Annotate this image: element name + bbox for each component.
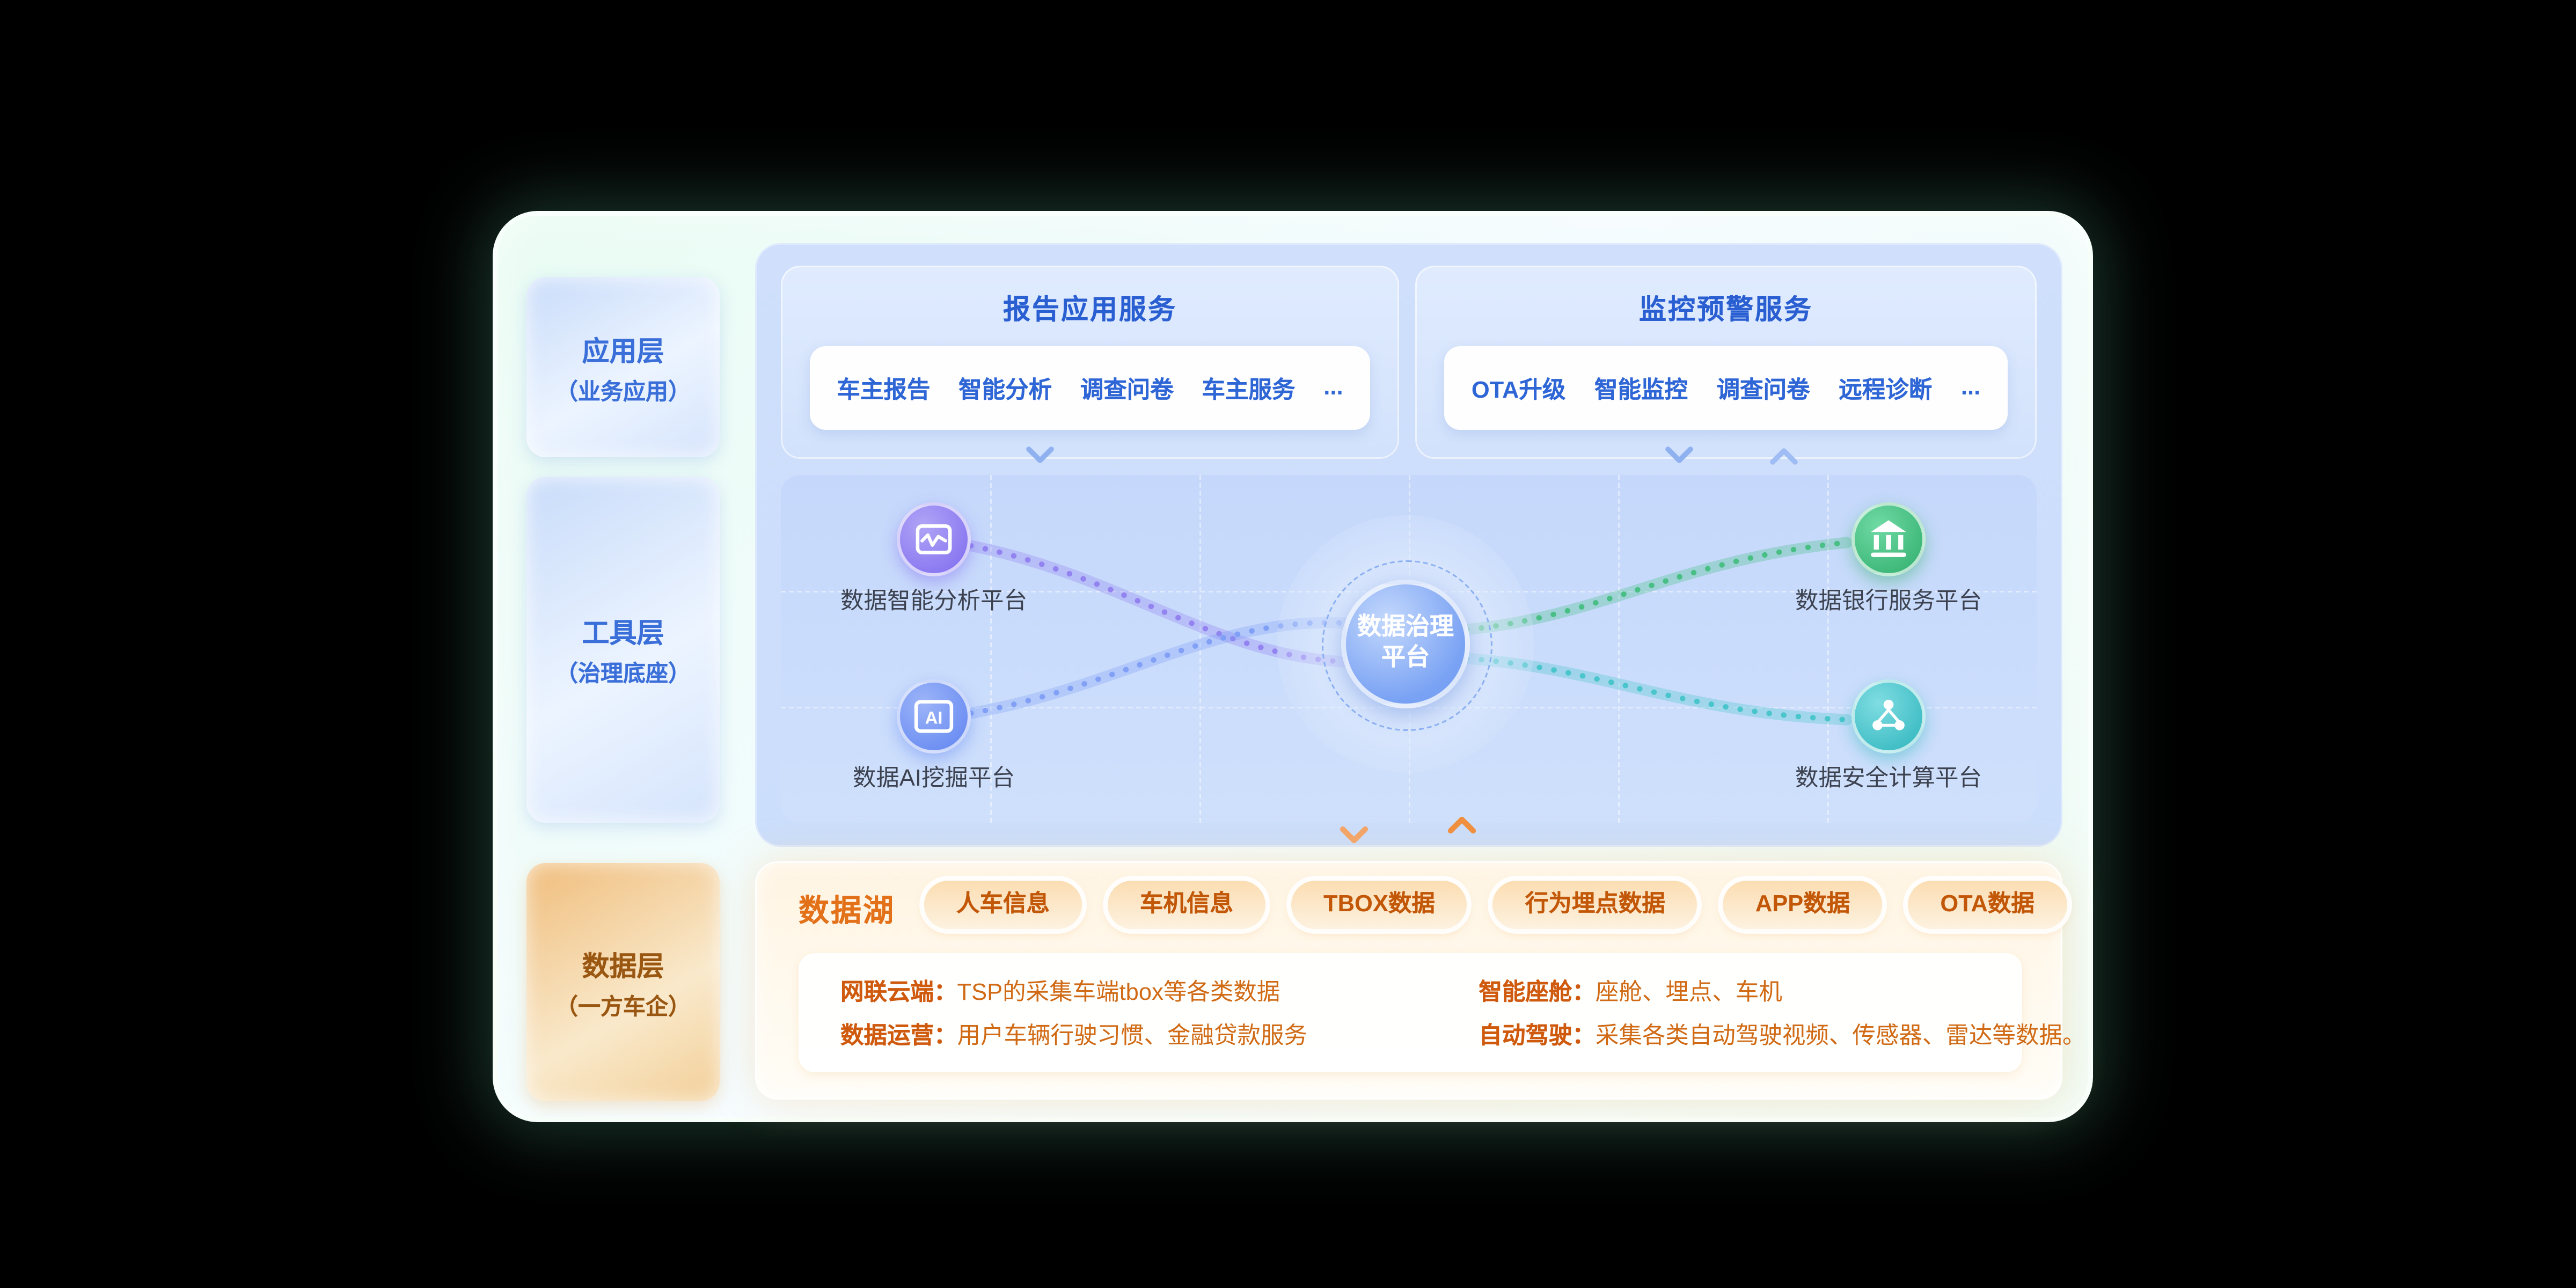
detail-text: 座舱、埋点、车机 xyxy=(1595,980,1782,1006)
data-layer-box: 数据层 （一方车企） xyxy=(526,863,720,1101)
data-lake-tag: 人车信息 xyxy=(924,881,1082,929)
node-secure-compute-label: 数据安全计算平台 xyxy=(1795,766,1982,792)
node-secure-compute xyxy=(1851,679,1926,753)
data-lake-tag: 车机信息 xyxy=(1108,881,1265,929)
data-layer-subtitle: （一方车企） xyxy=(555,992,691,1019)
secure-compute-icon xyxy=(1872,699,1905,730)
detail-line: 网联云端：TSP的采集车端tbox等各类数据 xyxy=(840,974,1479,1008)
grid-line xyxy=(1618,475,1620,823)
detail-text: 用户车辆行驶习惯、金融贷款服务 xyxy=(957,1024,1308,1050)
data-lake-tags: 人车信息 车机信息 TBOX数据 行为埋点数据 APP数据 OTA数据 xyxy=(924,881,2067,929)
data-lake-tag: OTA数据 xyxy=(1908,881,2067,929)
svg-text:AI: AI xyxy=(925,708,943,728)
arrow-down-icon xyxy=(1665,447,1693,463)
data-lake-tag: TBOX数据 xyxy=(1291,881,1467,929)
node-data-bank xyxy=(1851,502,1926,576)
detail-text: 采集各类自动驾驶视频、传感器、雷达等数据。 xyxy=(1595,1024,2086,1050)
data-lake-tag: 行为埋点数据 xyxy=(1492,881,1697,929)
grid-line xyxy=(990,475,992,823)
node-ai-mining-label: 数据AI挖掘平台 xyxy=(852,766,1015,792)
hub-dashed-ring xyxy=(1322,560,1492,731)
monitor-service-item: ... xyxy=(1960,375,1981,401)
detail-label: 网联云端： xyxy=(840,980,957,1006)
arrow-up-orange-icon xyxy=(1447,816,1476,834)
monitor-service-item: OTA升级 xyxy=(1471,377,1566,404)
arrow-down-orange-icon xyxy=(1340,826,1368,844)
grid-line xyxy=(1199,475,1201,823)
node-analytics-label: 数据智能分析平台 xyxy=(840,589,1027,615)
hub-label-line1: 数据治理 xyxy=(1357,613,1454,641)
detail-label: 数据运营： xyxy=(840,1024,957,1050)
tool-layer-title: 工具层 xyxy=(582,618,664,649)
report-service-item: ... xyxy=(1323,375,1343,401)
monitor-service-item: 调查问卷 xyxy=(1716,377,1810,404)
data-lake-detail-card: 网联云端：TSP的采集车端tbox等各类数据 数据运营：用户车辆行驶习惯、金融贷… xyxy=(799,953,2085,1072)
bank-icon xyxy=(1871,520,1906,557)
detail-label: 智能座舱： xyxy=(1479,980,1596,1006)
report-service-title: 报告应用服务 xyxy=(1003,295,1177,325)
report-service-card: 报告应用服务 车主报告 智能分析 调查问卷 车主服务 ... xyxy=(781,266,1399,459)
data-lake-title: 数据湖 xyxy=(799,895,896,929)
detail-line: 自动驾驶：采集各类自动驾驶视频、传感器、雷达等数据。 xyxy=(1479,1018,2085,1051)
analytics-icon xyxy=(916,524,952,554)
detail-label: 自动驾驶： xyxy=(1479,1024,1596,1050)
monitor-service-card: 监控预警服务 OTA升级 智能监控 调查问卷 远程诊断 ... xyxy=(1415,266,2037,459)
arrow-down-icon xyxy=(1026,447,1054,463)
arrow-up-icon xyxy=(1770,448,1798,465)
application-layer-box: 应用层 （业务应用） xyxy=(526,277,720,457)
detail-line: 智能座舱：座舱、埋点、车机 xyxy=(1479,974,1980,1008)
service-area: 报告应用服务 车主报告 智能分析 调查问卷 车主服务 ... 监控预警服务 OT… xyxy=(755,243,2062,847)
data-layer-title: 数据层 xyxy=(582,950,664,982)
report-service-item: 车主报告 xyxy=(837,377,931,404)
application-layer-subtitle: （业务应用） xyxy=(555,377,691,404)
governance-canvas: 数据治理 平台 数据智能分析平台 AI xyxy=(781,475,2037,823)
application-layer-title: 应用层 xyxy=(582,335,664,367)
node-data-bank-label: 数据银行服务平台 xyxy=(1795,589,1982,615)
data-lake-panel: 数据湖 人车信息 车机信息 TBOX数据 行为埋点数据 APP数据 OTA数据 … xyxy=(755,861,2085,1100)
ai-icon: AI xyxy=(914,700,954,733)
monitor-service-item: 远程诊断 xyxy=(1839,377,1933,404)
tool-layer-box: 工具层 （治理底座） xyxy=(526,477,720,823)
grid-line xyxy=(1827,475,1829,823)
node-analytics xyxy=(897,502,971,576)
monitor-service-title: 监控预警服务 xyxy=(1639,295,1813,325)
governance-hub: 数据治理 平台 xyxy=(1341,580,1470,708)
monitor-service-bar: OTA升级 智能监控 调查问卷 远程诊断 ... xyxy=(1444,346,2008,430)
node-ai-mining: AI xyxy=(897,679,971,753)
detail-line: 数据运营：用户车辆行驶习惯、金融贷款服务 xyxy=(840,1018,1479,1051)
report-service-item: 智能分析 xyxy=(958,377,1052,404)
tool-layer-subtitle: （治理底座） xyxy=(555,660,691,686)
report-service-item: 车主服务 xyxy=(1202,377,1296,404)
data-lake-tag: APP数据 xyxy=(1723,881,1883,929)
report-service-item: 调查问卷 xyxy=(1080,377,1174,404)
detail-text: TSP的采集车端tbox等各类数据 xyxy=(957,980,1280,1006)
main-panel: 应用层 （业务应用） 工具层 （治理底座） 数据层 （一方车企） 报告应用服务 … xyxy=(493,211,2093,1122)
hub-label-line2: 平台 xyxy=(1381,644,1430,671)
data-lake-detail-col-2: 智能座舱：座舱、埋点、车机 自动驾驶：采集各类自动驾驶视频、传感器、雷达等数据。 xyxy=(1479,969,2085,1056)
data-lake-detail-col-1: 网联云端：TSP的采集车端tbox等各类数据 数据运营：用户车辆行驶习惯、金融贷… xyxy=(840,969,1479,1056)
report-service-bar: 车主报告 智能分析 调查问卷 车主服务 ... xyxy=(810,346,1370,430)
monitor-service-item: 智能监控 xyxy=(1594,377,1688,404)
